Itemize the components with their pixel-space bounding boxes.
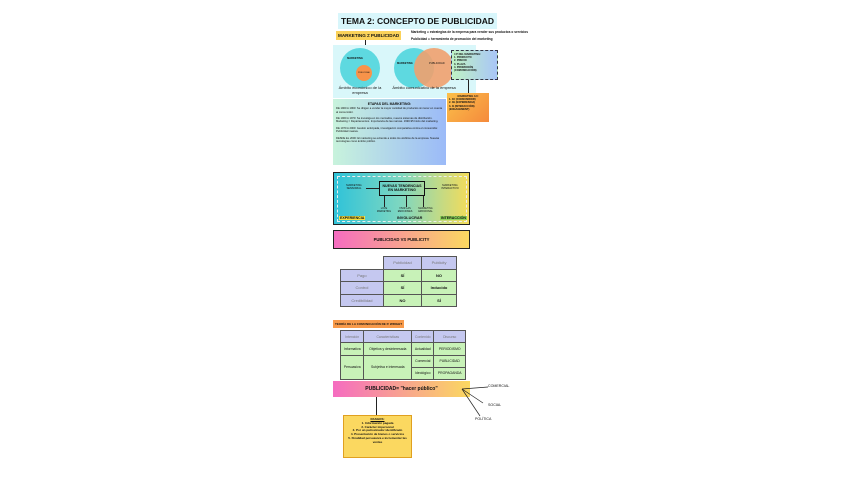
publicidad-vs-publicity-title: PUBLICIDAD VS PUBLICITY xyxy=(333,230,470,249)
cell: Ideológico xyxy=(411,366,435,381)
cell: Objetiva y desinteresada xyxy=(363,342,413,356)
branch-comercial: COMERCIAL xyxy=(488,384,510,388)
marketing-label: MARKETING xyxy=(347,57,363,60)
publicidad-circle-2 xyxy=(414,48,454,88)
cell: SÍ xyxy=(382,268,423,282)
branch-politica: POLÍTICA xyxy=(475,417,492,421)
cell: NO xyxy=(382,293,423,307)
involucrar-label: INVOLUCRAR xyxy=(397,216,423,220)
rasgo-item: 1. Información pagada xyxy=(361,420,394,425)
cell: SÍ xyxy=(382,281,423,295)
four-p-box: 4 P DEL MARKETING: 1. PRODUCTO 2. PRECIO… xyxy=(451,50,498,80)
rasgo-item: 4. Presentación de bienes o servicios xyxy=(350,432,405,436)
cell: Actualidad xyxy=(411,342,435,356)
header-cell: Publicity xyxy=(421,256,457,270)
header-cell: Publicidad xyxy=(382,256,423,270)
rasgos-title: RASGOS: xyxy=(370,417,385,421)
cell: Subjetiva e interesada xyxy=(363,354,413,380)
marketing-label-2: MARKETING xyxy=(397,62,413,65)
publicidad-definition-bar: PUBLICIDAD= "hacer público" xyxy=(333,381,470,397)
experiencia-label: EXPERIENCIA xyxy=(339,216,366,221)
mk3-item: 3. 4I (INTERACCIÓN) (ENGAGEMENT) xyxy=(449,104,475,111)
cell: PERIODISMO xyxy=(433,342,466,356)
right-caption: Ámbito comunicativo de la empresa xyxy=(392,85,456,90)
mk3-title: MARKETING 3.0: xyxy=(457,95,479,98)
mk3-item: 2. 4E (EXPERIENCIA) xyxy=(449,101,476,105)
etapas-title: ETAPAS DEL MARKETING: xyxy=(367,102,412,106)
mk3-item: 1. 4C (CONSUMIDOR) xyxy=(449,98,476,102)
four-p-title: 4 P DEL MARKETING: xyxy=(454,53,481,56)
tendencias-bottom: VIVIR LAS EMOCIONES xyxy=(397,207,413,213)
wright-title: TEORÍA DE LA COMUNICACIÓN DE P. WRIGHT xyxy=(333,320,405,328)
row-label: Pago xyxy=(340,268,384,282)
marketing-definition: Marketing = estrategias de la empresa pa… xyxy=(411,30,529,34)
cell: PROPAGANDA xyxy=(433,366,466,381)
tendencias-left: MARKETING SENSORIAL xyxy=(346,184,362,191)
etapa: DESDE EL 2000: El marketing se extiende … xyxy=(336,136,440,143)
header-cell: Intención xyxy=(339,329,365,344)
header-cell: Contenido xyxy=(411,329,435,344)
four-p-item: 3. PLAZA xyxy=(454,62,466,66)
etapa: DE 1900 A 1960: Se dirigen a vender la m… xyxy=(336,107,443,114)
cell: Comercial xyxy=(411,354,435,368)
publicidad-label: PUBLICIDAD xyxy=(357,72,370,74)
header-cell: Discurso xyxy=(433,329,466,344)
marketing-vs-publicidad: MARKETING ≠ PUBLICIDAD xyxy=(336,31,402,40)
rasgo-item: 3. Por un patrocinador identificado xyxy=(352,428,403,433)
rasgo-item: 2. Carácter impersonal xyxy=(361,424,394,429)
branch-arrows xyxy=(461,386,489,417)
cell: Persuasiva xyxy=(339,354,365,380)
branch-social: SOCIAL xyxy=(488,403,502,407)
left-caption: Ámbito económico de la empresa xyxy=(338,85,382,95)
header-cell: Características xyxy=(363,329,413,344)
tendencias-panel: NUEVAS TENDENCIAS EN MARKETING MARKETING… xyxy=(333,172,470,225)
cell: PUBLICIDAD xyxy=(433,354,466,368)
four-p-item: 1. PRODUCTO xyxy=(454,56,472,60)
etapa: DE 1960 A 1970: Se investiga en los merc… xyxy=(336,117,439,124)
etapas-panel: ETAPAS DEL MARKETING: DE 1900 A 1960: Se… xyxy=(333,99,446,165)
page-title: TEMA 2: CONCEPTO DE PUBLICIDAD xyxy=(338,13,498,29)
row-label: Control xyxy=(340,281,384,295)
four-p-item: 2. PRECIO xyxy=(454,59,467,63)
etapa: DE 1970 A 2000: Gestión anticipada, inve… xyxy=(336,126,438,134)
tendencias-bottom: LOVE MARKETING xyxy=(376,207,392,213)
cell: NO xyxy=(421,268,457,282)
rasgo-item: 5. Finalidad persuasiva e incrementar la… xyxy=(348,435,407,444)
tendencias-bottom: MARKETING EMOCIONAL xyxy=(418,207,433,213)
interaccion-label: INTERACCIÓN xyxy=(440,216,467,221)
marketing-3-box: MARKETING 3.0: 1. 4C (CONSUMIDOR) 2. 4E … xyxy=(447,93,489,122)
four-p-item: 4. PROMOCIÓN (COMUNICACIÓN) xyxy=(454,65,477,73)
tendencias-right: MARKETING INTERACTIVO xyxy=(441,184,459,191)
cell: Informativa xyxy=(339,342,365,356)
publicidad-label-2: PUBLICIDAD xyxy=(429,62,445,65)
tendencias-center: NUEVAS TENDENCIAS EN MARKETING xyxy=(379,181,425,196)
publicidad-definition: Publicidad = herramienta de promoción de… xyxy=(411,37,493,41)
cell: SÍ xyxy=(421,293,457,307)
publicidad-circle xyxy=(356,65,372,81)
rasgos-box: RASGOS: 1. Información pagada 2. Carácte… xyxy=(343,415,412,458)
cell: Inducido xyxy=(421,281,457,295)
row-label: Credibilidad xyxy=(340,293,384,307)
